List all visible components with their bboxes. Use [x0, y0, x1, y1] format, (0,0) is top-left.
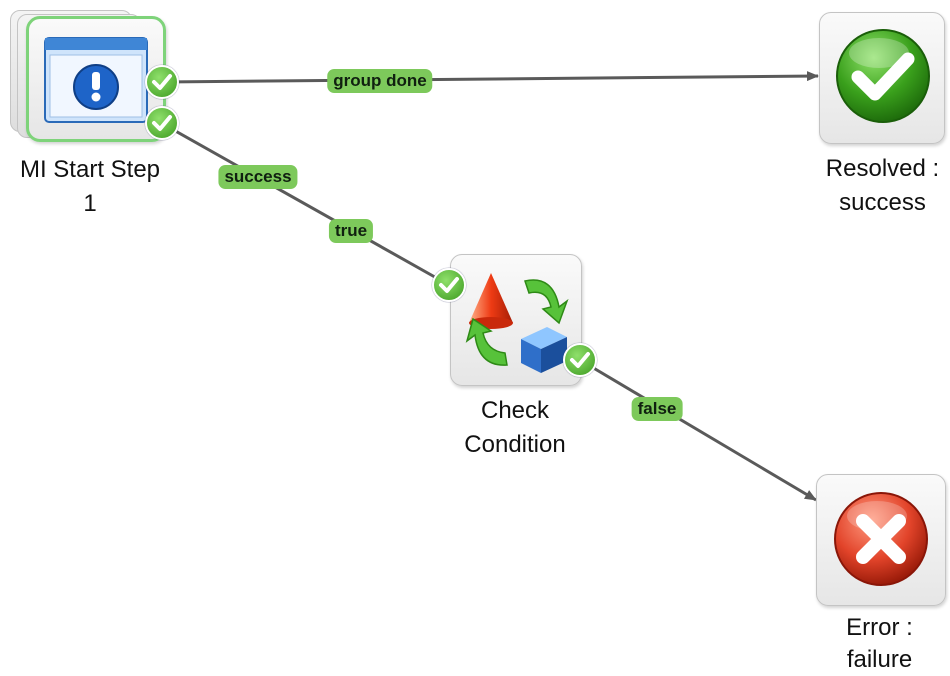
mi-start-step-box: [26, 16, 166, 142]
port-success-check-icon[interactable]: [145, 106, 179, 140]
port-false-check-icon[interactable]: [563, 343, 597, 377]
edge-label-success[interactable]: success: [218, 165, 298, 189]
port-group-done-check-icon[interactable]: [145, 65, 179, 99]
red-x-icon: [832, 490, 930, 593]
edge-label-true[interactable]: true: [328, 219, 374, 243]
error-label-line2: failure: [846, 646, 913, 673]
mi-start-step-label-line1: MI Start Step: [19, 156, 161, 183]
check-condition-label: Check Condition: [440, 394, 590, 462]
check-condition-box: [450, 254, 582, 386]
resolved-label: Resolved : success: [805, 152, 950, 220]
resolved-box: [819, 12, 945, 144]
exclamation-window-icon: [44, 37, 148, 128]
error-box: [816, 474, 946, 606]
edge-label-group-done[interactable]: group done: [327, 69, 433, 93]
mi-start-step-label-line2: 1: [83, 190, 97, 217]
edge-group-done-line[interactable]: [162, 71, 819, 84]
green-check-icon: [834, 27, 932, 130]
port-true-check-icon[interactable]: [432, 268, 466, 302]
error-label-line1: Error :: [846, 614, 913, 641]
edge-success-line[interactable]: [162, 122, 450, 287]
resolved-label-line1: Resolved :: [825, 155, 940, 182]
node-error-failure[interactable]: Error : failure: [812, 474, 950, 675]
check-condition-label-line2: Condition: [464, 431, 566, 458]
mi-start-step-label: MI Start Step 1: [0, 153, 180, 221]
shapes-condition-icon: [463, 267, 571, 380]
node-mi-start-step[interactable]: MI Start Step 1: [10, 10, 170, 225]
node-check-condition[interactable]: Check Condition: [445, 252, 595, 467]
resolved-label-line2: success: [839, 189, 926, 216]
edge-false-line[interactable]: [579, 358, 817, 502]
edge-label-false[interactable]: false: [631, 397, 683, 421]
error-label: Error : failure: [807, 612, 950, 676]
check-condition-label-line1: Check: [480, 397, 550, 424]
node-resolved-success[interactable]: Resolved : success: [815, 12, 950, 222]
